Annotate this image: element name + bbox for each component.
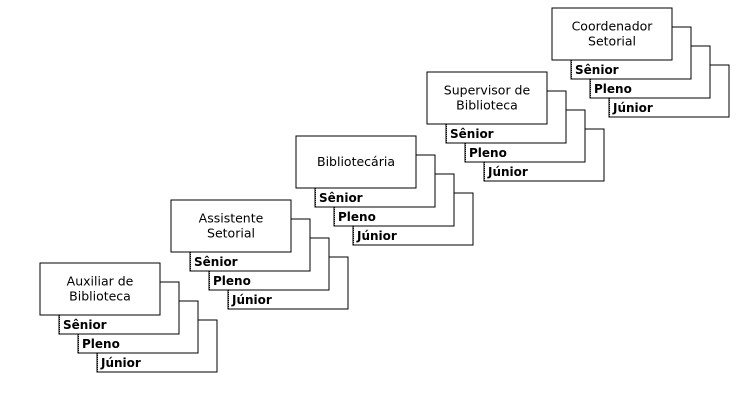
tier-label: Júnior — [100, 356, 141, 370]
tier-label: Pleno — [594, 82, 632, 96]
level-title-line: Biblioteca — [69, 289, 131, 304]
tier-label: Sênior — [450, 127, 494, 141]
tier-label: Sênior — [63, 318, 107, 332]
tier-label: Júnior — [356, 229, 397, 243]
tier-label: Pleno — [469, 146, 507, 160]
level-group-bibliotecaria: Júnior Pleno Sênior Bibliotecária — [295, 135, 474, 246]
level-title-line: Biblioteca — [456, 98, 518, 113]
tier-label: Sênior — [319, 191, 363, 205]
tier-label: Pleno — [338, 210, 376, 224]
tier-label: Sênior — [575, 63, 619, 77]
tier-label: Pleno — [82, 337, 120, 351]
level-title-line: Setorial — [588, 34, 636, 49]
level-title-line: Setorial — [207, 226, 255, 241]
level-title-line: Auxiliar de — [67, 274, 134, 289]
level-title-line: Bibliotecária — [317, 154, 395, 169]
level-title-line: Coordenador — [572, 19, 654, 34]
level-title-line: Supervisor de — [444, 83, 531, 98]
level-title-box: Bibliotecária — [295, 135, 417, 189]
tier-label: Sênior — [194, 255, 238, 269]
tier-label: Júnior — [487, 165, 528, 179]
level-title-line: Assistente — [199, 211, 264, 226]
tier-label: Júnior — [231, 293, 272, 307]
tier-label: Pleno — [213, 274, 251, 288]
tier-label: Júnior — [612, 101, 653, 115]
